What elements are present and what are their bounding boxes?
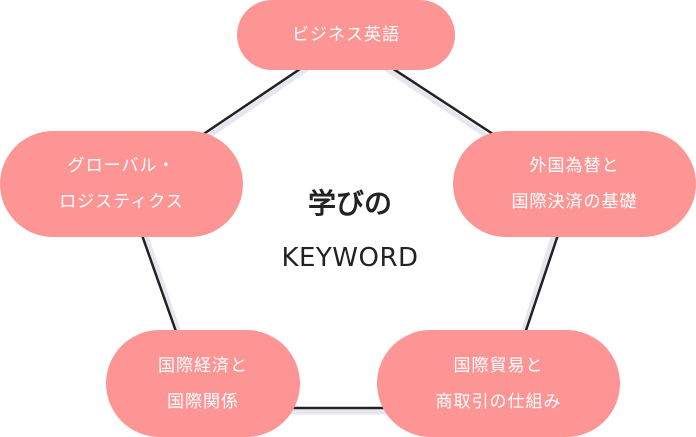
node-label-line1: 外国為替と — [529, 156, 620, 176]
node-label: ビジネス英語 — [292, 25, 400, 45]
center-title-keyword: KEYWORD — [281, 243, 419, 273]
node-label-line1: グローバル・ — [67, 156, 176, 176]
node-label-line2: 商取引の仕組み — [435, 391, 562, 412]
keyword-node-global-logistics: グローバル・ ロジスティクス — [0, 131, 243, 237]
node-label-line2: ロジスティクス — [59, 192, 184, 212]
keyword-node-business-english: ビジネス英語 — [237, 0, 455, 70]
node-label-line2: 国際決済の基礎 — [511, 192, 638, 212]
keyword-node-forex-settlement: 外国為替と 国際決済の基礎 — [453, 131, 696, 237]
keyword-node-international-economics: 国際経済と 国際関係 — [106, 330, 300, 437]
keyword-node-international-trade: 国際貿易と 商取引の仕組み — [377, 330, 620, 437]
center-title: 学びの KEYWORD — [240, 186, 460, 278]
center-title-japanese: 学びの — [307, 187, 392, 220]
node-label-line2: 国際関係 — [167, 391, 239, 412]
node-label-line1: 国際経済と — [158, 355, 248, 376]
node-label-line1: 国際貿易と — [453, 355, 544, 376]
